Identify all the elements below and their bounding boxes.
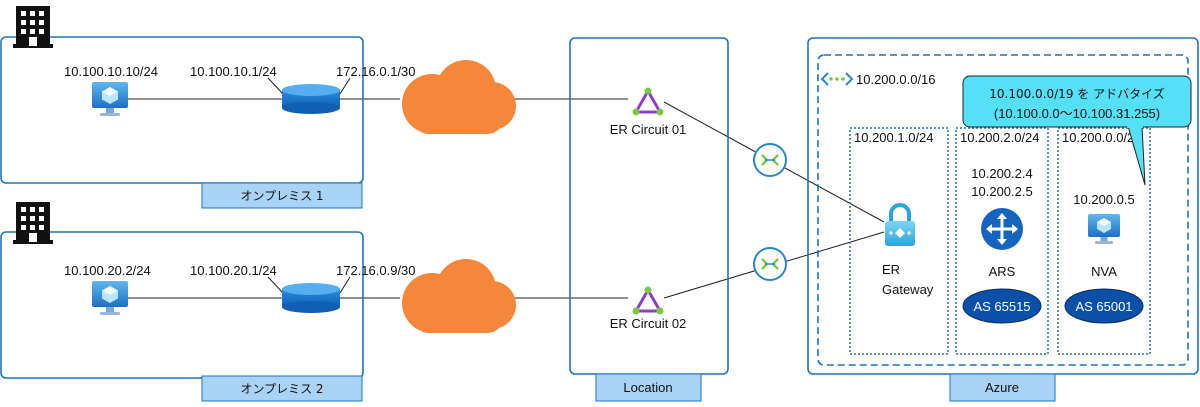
onprem1-box [0, 36, 364, 184]
cloud-icon [402, 60, 516, 134]
azure-label-box [949, 373, 1056, 402]
router-server-icon [981, 208, 1023, 250]
onprem2-vm-ip: 10.100.20.2/24 [64, 263, 151, 278]
pointer-link1-ip [339, 77, 351, 95]
pointer-router1-ip [267, 77, 284, 95]
location-label-box [595, 373, 702, 402]
er-circuit-icon [632, 286, 664, 315]
pointer-router2-ip [267, 276, 284, 294]
subnet-nva-cidr: 10.200.0.0/24 [1062, 130, 1142, 145]
ars-asn: AS 65515 [973, 299, 1030, 314]
nva-label: NVA [1091, 264, 1117, 279]
callout-line2: (10.100.0.0～10.100.31.255) [994, 106, 1160, 121]
vm-icon [92, 281, 128, 315]
building-icon [13, 6, 53, 48]
onprem1-site: オンプレミス 1 10.100.10.10/24 10.100.10.1/24 … [0, 6, 416, 209]
subnet-gateway-cidr: 10.200.1.0/24 [854, 130, 934, 145]
subnet-ars [955, 127, 1049, 355]
onprem1-label: オンプレミス 1 [240, 189, 323, 203]
azure-site: Azure 10.200.0.0/16 10.200.1.0/24 10.200… [807, 37, 1199, 402]
subnet-nva [1057, 127, 1151, 355]
ars-label: ARS [989, 264, 1016, 279]
ars-asn-badge [962, 288, 1042, 324]
vm-icon [1088, 214, 1120, 244]
cloud-icon [402, 259, 516, 333]
onprem1-vm-ip: 10.100.10.10/24 [64, 64, 158, 79]
vnet-boundary [817, 54, 1189, 366]
er-circuit-02-label: ER Circuit 02 [610, 316, 687, 331]
location-site: Location ER Circuit 01 ER Circuit 02 [569, 37, 729, 402]
nva-ip: 10.200.0.5 [1073, 192, 1134, 207]
lock-icon [885, 203, 915, 246]
onprem2-box [0, 231, 364, 379]
onprem2-router-ip: 10.100.20.1/24 [190, 263, 277, 278]
gateway-label-line2: Gateway [882, 282, 934, 297]
er-circuit-icon [632, 87, 664, 116]
pointer-link2-ip [339, 276, 351, 294]
er-circuit-01-label: ER Circuit 01 [610, 122, 687, 137]
onprem1-link-ip: 172.16.0.1/30 [336, 64, 416, 79]
ars-ip-2: 10.200.2.5 [971, 184, 1032, 199]
onprem2-link-ip: 172.16.0.9/30 [336, 263, 416, 278]
onprem2-label: オンプレミス 2 [240, 382, 323, 396]
location-label: Location [623, 380, 672, 395]
onprem1-router-ip: 10.100.10.1/24 [190, 64, 277, 79]
advertise-callout: 10.100.0.0/19 を アドバタイズ (10.100.0.0～10.10… [962, 75, 1192, 186]
callout-line1: 10.100.0.0/19 を アドバタイズ [989, 86, 1164, 101]
connection-icon [753, 143, 787, 177]
onprem2-label-box [201, 375, 363, 402]
vm-icon [92, 82, 128, 116]
onprem2-site: オンプレミス 2 10.100.20.2/24 10.100.20.1/24 1… [0, 202, 416, 402]
router-icon [282, 283, 340, 313]
nva-asn-badge [1064, 288, 1144, 324]
building-icon [13, 202, 53, 244]
ars-ip-1: 10.200.2.4 [971, 166, 1032, 181]
nva-asn: AS 65001 [1075, 299, 1132, 314]
onprem1-label-box [201, 182, 363, 209]
gateway-label-line1: ER [882, 262, 900, 277]
azure-label: Azure [985, 380, 1019, 395]
subnet-ars-cidr: 10.200.2.0/24 [960, 130, 1040, 145]
subnet-gateway [849, 127, 949, 355]
vnet-cidr: 10.200.0.0/16 [856, 72, 936, 87]
connection-icon [753, 247, 787, 281]
vnet-icon [820, 72, 854, 86]
router-icon [282, 84, 340, 114]
